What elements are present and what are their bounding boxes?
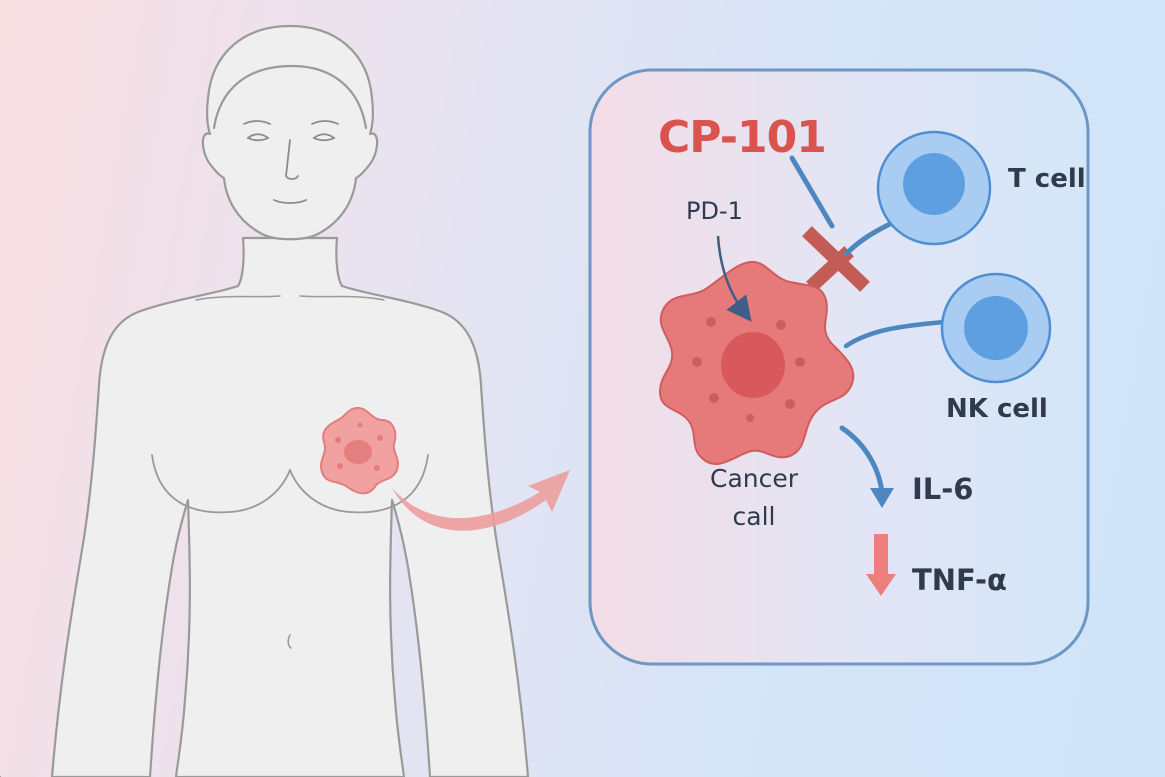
t-cell-label: T cell [1008, 164, 1086, 194]
cancer-cell-label-line2: call [732, 502, 776, 531]
nk-cell-connection [843, 319, 947, 349]
tnf-alpha-label: TNF-α [912, 563, 1007, 597]
t-cell-connection [843, 221, 893, 257]
t-cell-icon [876, 130, 992, 246]
zoom-arrow-icon [392, 470, 570, 531]
nk-cell-label: NK cell [946, 394, 1048, 424]
drug-label: CP-101 [658, 112, 827, 163]
drug-binding-line [789, 155, 835, 229]
receptor-label: PD-1 [686, 197, 743, 225]
human-body-outline-icon [0, 24, 530, 777]
cancer-cell-label-line1: Cancer [709, 464, 799, 493]
nk-cell-icon [940, 272, 1052, 384]
tumor-icon [320, 406, 399, 495]
pd1-arrow-icon [716, 235, 752, 322]
il6-arrow-icon [839, 425, 885, 497]
inhibition-t-bar-icon [802, 226, 870, 292]
face-features-icon [243, 120, 339, 204]
cancer-cell-icon [658, 260, 855, 465]
il6-label: IL-6 [912, 472, 974, 506]
il6-arrowhead-icon [870, 488, 894, 508]
tnf-down-arrow-icon [866, 534, 896, 596]
